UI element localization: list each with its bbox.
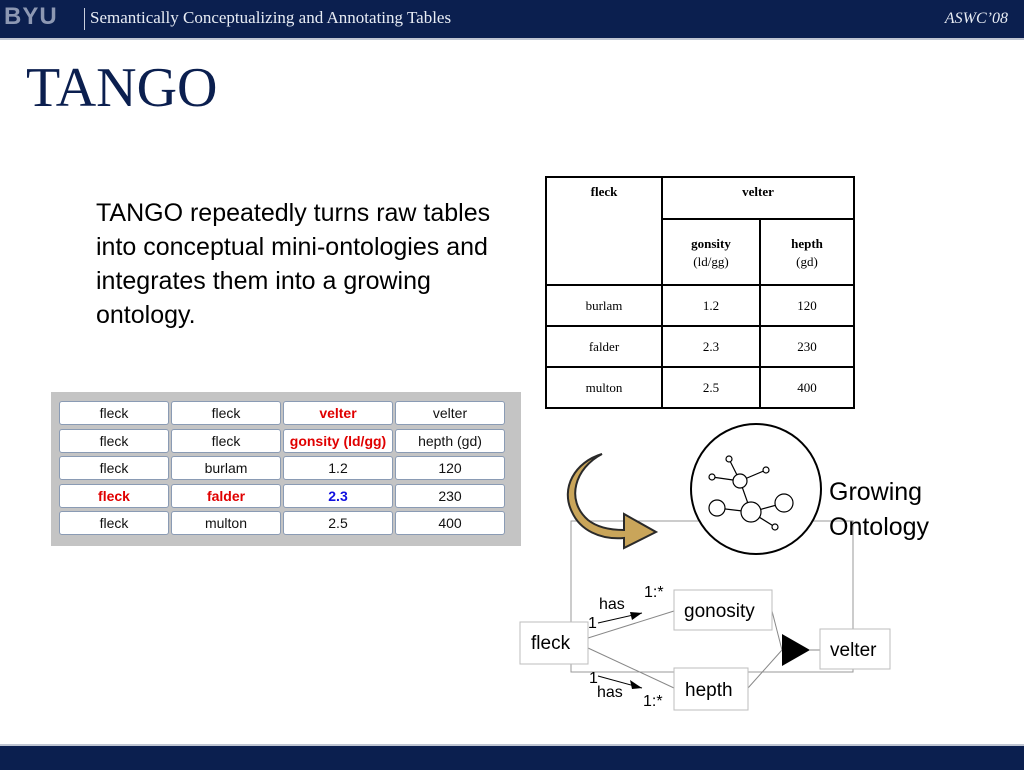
- edge-fleck-hepth: [587, 647, 675, 689]
- has-arrowhead-top: [630, 612, 642, 620]
- slide-body-text: TANGO repeatedly turns raw tables into c…: [96, 199, 491, 329]
- edge-gonosity-velter: [771, 610, 783, 651]
- source-cell-r1-c1: fleck: [59, 401, 169, 425]
- mini-ontology-graph: [708, 455, 794, 531]
- edge-label-bottom-min: 1: [589, 670, 598, 687]
- source-cell-r3-c4: 120: [395, 456, 505, 480]
- nt-vline-1: [661, 178, 663, 407]
- aggregation-triangle: [782, 634, 810, 666]
- nt-header-group: velter: [742, 184, 774, 199]
- source-cell-r1-c3: velter: [283, 401, 393, 425]
- nt-subheader-gonsity-unit: (ld/gg): [693, 254, 729, 269]
- node-hepth-box: [673, 667, 749, 711]
- nt-row-3-label: multon: [585, 380, 623, 395]
- source-cell-r5-c4: 400: [395, 511, 505, 535]
- node-velter: velter: [830, 640, 877, 661]
- source-cell-r4-c4: 230: [395, 484, 505, 508]
- nt-hline-1: [661, 218, 853, 220]
- edge-label-top-rel: has: [599, 596, 625, 613]
- source-cell-r2-c4: hepth (gd): [395, 429, 505, 453]
- nt-row-1-label: burlam: [585, 298, 623, 313]
- nt-header-left: fleck: [590, 184, 618, 199]
- has-arrowhead-bottom: [630, 680, 642, 689]
- edge-label-top-min: 1: [588, 615, 597, 632]
- nested-table: fleck velter gonsity (ld/gg) hepth (gd) …: [545, 176, 855, 409]
- node-gonosity: gonosity: [684, 601, 755, 622]
- edge-fleck-gonosity: [587, 610, 675, 639]
- nt-row-2-hepth: 230: [797, 339, 817, 354]
- source-cell-r4-c1: fleck: [59, 484, 169, 508]
- source-cell-r5-c2: multon: [171, 511, 281, 535]
- nt-row-1-gonsity: 1.2: [702, 298, 720, 313]
- header-separator: [84, 8, 85, 30]
- source-cell-r3-c2: burlam: [171, 456, 281, 480]
- footer-bar: [0, 744, 1024, 770]
- presentation-title: Semantically Conceptualizing and Annotat…: [90, 8, 452, 27]
- source-cell-r2-c2: fleck: [171, 429, 281, 453]
- nt-vline-2: [759, 218, 761, 407]
- growing-ontology-label-line1: Growing: [829, 478, 922, 506]
- nt-hline-4: [547, 366, 853, 368]
- source-cell-r1-c4: velter: [395, 401, 505, 425]
- source-cell-r4-c2: falder: [171, 484, 281, 508]
- source-cell-r5-c1: fleck: [59, 511, 169, 535]
- source-cell-r2-c3: gonsity (ld/gg): [283, 429, 393, 453]
- source-cell-r4-c3: 2.3: [283, 484, 393, 508]
- byu-logo: BYU: [4, 3, 58, 30]
- node-fleck: fleck: [531, 633, 571, 654]
- conference-label: ASWC’08: [944, 10, 1008, 27]
- source-cell-r2-c1: fleck: [59, 429, 169, 453]
- nt-row-2-label: falder: [588, 339, 620, 354]
- growing-ontology-circle: [690, 423, 822, 555]
- source-cell-r3-c3: 1.2: [283, 456, 393, 480]
- source-cell-r5-c3: 2.5: [283, 511, 393, 535]
- nt-subheader-hepth: hepth: [791, 236, 823, 251]
- nt-hline-2: [547, 284, 853, 286]
- node-gonosity-box: [673, 589, 773, 631]
- nt-subheader-hepth-unit: (gd): [796, 254, 818, 269]
- nt-row-3-gonsity: 2.5: [702, 380, 720, 395]
- edge-label-top-max: 1:*: [644, 584, 664, 601]
- node-velter-box: [819, 628, 891, 670]
- edge-hepth-velter: [747, 649, 783, 689]
- source-cell-r3-c1: fleck: [59, 456, 169, 480]
- growing-ontology-label-line2: Ontology: [829, 513, 930, 541]
- edge-label-bottom-max: 1:*: [643, 693, 663, 710]
- header-bar: BYU Semantically Conceptualizing and Ann…: [0, 0, 1024, 40]
- nt-hline-3: [547, 325, 853, 327]
- nt-row-1-hepth: 120: [797, 298, 817, 313]
- integration-arrow: [566, 453, 659, 550]
- nt-subheader-gonsity: gonsity: [691, 236, 731, 251]
- edge-label-bottom-rel: has: [597, 684, 623, 701]
- slide-title: TANGO: [26, 57, 218, 119]
- nt-row-3-hepth: 400: [797, 380, 817, 395]
- node-hepth: hepth: [685, 680, 733, 701]
- nt-row-2-gonsity: 2.3: [702, 339, 720, 354]
- source-cell-r1-c2: fleck: [171, 401, 281, 425]
- node-fleck-box: [519, 621, 589, 665]
